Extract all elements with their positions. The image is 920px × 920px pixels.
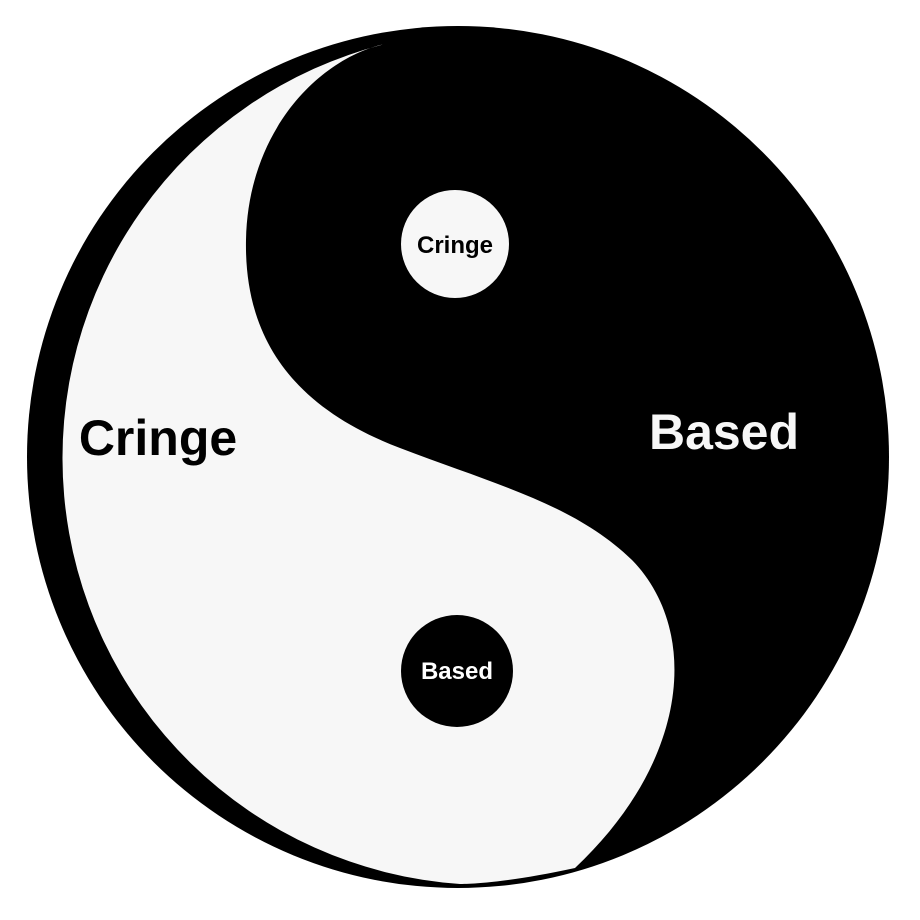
white-half-label: Cringe [78,410,238,466]
black-dot-label: Based [420,658,494,685]
white-half [62,44,675,884]
black-half-label: Based [648,404,800,460]
white-dot [401,190,509,298]
black-dot [401,615,513,727]
white-dot-label: Cringe [416,232,494,259]
